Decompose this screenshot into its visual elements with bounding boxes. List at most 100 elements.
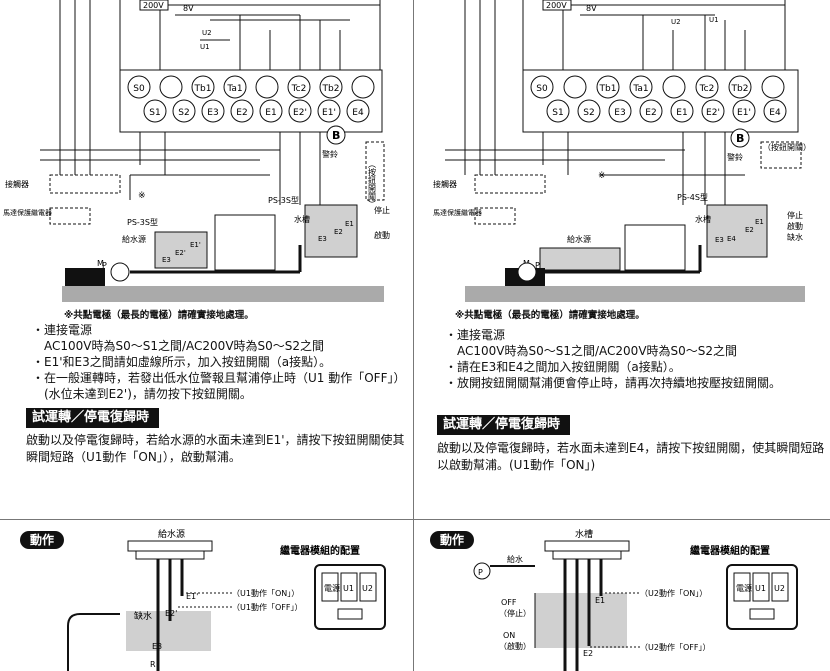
button-switch-dashed [365,141,385,201]
left-bottom-terminal-label-5: E2' [293,108,307,118]
button-switch-label: （按鈕開關） [368,160,377,208]
shortage-label: 缺水 [787,232,803,242]
ground-floor [62,286,384,302]
right-top-terminal-label-5: Tc2 [699,84,715,94]
voltage-8-label: 8V [586,4,597,13]
br-mount-bottom [552,550,622,560]
br-relay-cell-power [733,572,751,602]
pump-label: P [535,261,540,270]
right-bullet-1-detail: AC100V時為S0～S1之間/AC200V時為S0～S2之間 [457,344,738,358]
bl-mount-bottom [135,550,205,560]
left-bullet-2: ・E1'和E3之間請如虛線所示，加入按鈕開關（a接點）。 [32,355,332,369]
right-bullet-list: ・連接電源 AC100V時為S0～S1之間/AC200V時為S0～S2之間 ・請… [441,327,826,391]
right-bullet-2: ・請在E3和E4之間加入按鈕開關（a接點）。 [445,360,681,374]
left-bottom-terminal-label-6: E1' [322,108,336,118]
right-bottom-terminal-label-5: E2' [706,108,720,118]
br-tank-label: 水槽 [575,528,593,540]
left-top-terminal-3 [223,75,247,99]
br-on-label: ON [503,631,515,640]
right-bottom-terminal-label-3: E2 [645,108,656,118]
right-top-terminal-7 [761,75,785,99]
right-section-title: 試運轉／停電復歸時 [437,415,571,435]
thermal-relay-label: 馬達保護繼電器 [3,208,52,217]
right-bottom-terminal-0 [546,99,570,123]
right-bottom-terminal-6 [732,99,756,123]
right-bottom-terminal-5 [701,99,725,123]
source-e3: E3 [162,256,171,264]
tank-e3: E3 [318,235,327,243]
right-bullet-1: ・連接電源 [445,328,506,342]
ps4s-label: PS-4S型 [677,193,708,202]
bl-annotation-on: （U1動作「ON」） [232,588,299,598]
left-top-terminal-label-3: Ta1 [226,84,242,94]
source-e1p: E1' [190,241,201,249]
left-bottom-terminal-0 [143,99,167,123]
pump-label: P [102,261,107,270]
u1-label: U1 [200,43,210,51]
contactor-label: 接觸器 [433,179,457,189]
bl-e1p: E1' [186,592,198,601]
start-label: 啟動 [374,230,390,240]
bl-relay-cell-power-label: 電源 [324,584,340,593]
bl-mount-top [127,540,213,552]
bl-relay-cell-power [321,572,339,602]
br-annotation-off: （U2動作「OFF」） [640,642,710,652]
source-e2p: E2' [175,249,186,257]
water-source-label: 給水源 [567,234,591,244]
motor [65,268,105,286]
left-bullet-1-detail: AC100V時為S0～S1之間/AC200V時為S0～S2之間 [44,339,325,353]
bl-relay-cell-u1 [340,572,358,602]
right-bullet-3: ・放開按鈕開關幫浦便會停止時，請再次持續地按壓按鈕開關。 [445,376,782,390]
left-bottom-terminal-label-4: E1 [265,108,276,118]
bottom-right-pill: 動作 [430,531,475,549]
left-top-terminal-label-2: Tb1 [194,84,212,94]
right-top-terminal-label-6: Tb2 [731,84,749,94]
right-top-terminal-label-2: Tb1 [599,84,617,94]
horizontal-divider [0,519,830,520]
left-bottom-terminal-2 [201,99,225,123]
contactor-label: 接觸器 [5,179,29,189]
left-bullet-3: ・在一般運轉時，若發出低水位警報且幫浦停止時（U1 動作「OFF」）(水位未達到… [32,371,406,401]
ground-mark: ※ [138,191,146,201]
right-top-terminal-label-0: S0 [536,84,548,94]
right-top-terminal-0 [530,75,554,99]
terminal-block [522,69,799,133]
left-bottom-terminal-label-3: E2 [236,108,247,118]
bl-source-label: 給水源 [158,528,185,540]
left-section-title: 試運轉／停電復歸時 [26,408,160,428]
water-source [539,247,621,271]
left-top-terminal-label-0: S0 [133,84,145,94]
br-pump-label: P [478,568,483,577]
br-e1: E1 [595,596,605,605]
tank [706,204,768,258]
right-bottom-terminal-label-0: S1 [552,108,563,118]
alarm-text: 警鈴 [727,152,743,162]
contactor-box [474,174,546,194]
vertical-divider [413,0,414,671]
left-bottom-terminal-label-2: E3 [207,108,218,118]
br-mount-top [544,540,630,552]
motor-label: M [97,259,104,268]
right-bottom-terminal-label-4: E1 [676,108,687,118]
bl-pipe [67,613,120,671]
pump [517,262,537,282]
br-relay-slot [749,608,775,620]
left-bottom-terminal-label-1: S2 [178,108,189,118]
br-relay-title: 繼電器模組的配置 [690,544,770,557]
ground-floor [465,286,805,302]
tank-e3: E3 [715,236,724,244]
right-top-terminal-2 [596,75,620,99]
left-bottom-terminal-5 [288,99,312,123]
left-bottom-terminal-label-0: S1 [149,108,160,118]
ground-mark: ※ [598,171,606,181]
br-pump [473,562,491,580]
right-paragraph: 啟動以及停電復歸時，若水面未達到E4，請按下按鈕開關，使其瞬間短路以啟動幫浦。(… [437,441,825,472]
left-top-terminal-2 [191,75,215,99]
left-bottom-terminal-4 [259,99,283,123]
thermal-relay-box [474,207,516,225]
left-top-terminal-4 [255,75,279,99]
right-bottom-terminal-label-6: E1' [737,108,751,118]
